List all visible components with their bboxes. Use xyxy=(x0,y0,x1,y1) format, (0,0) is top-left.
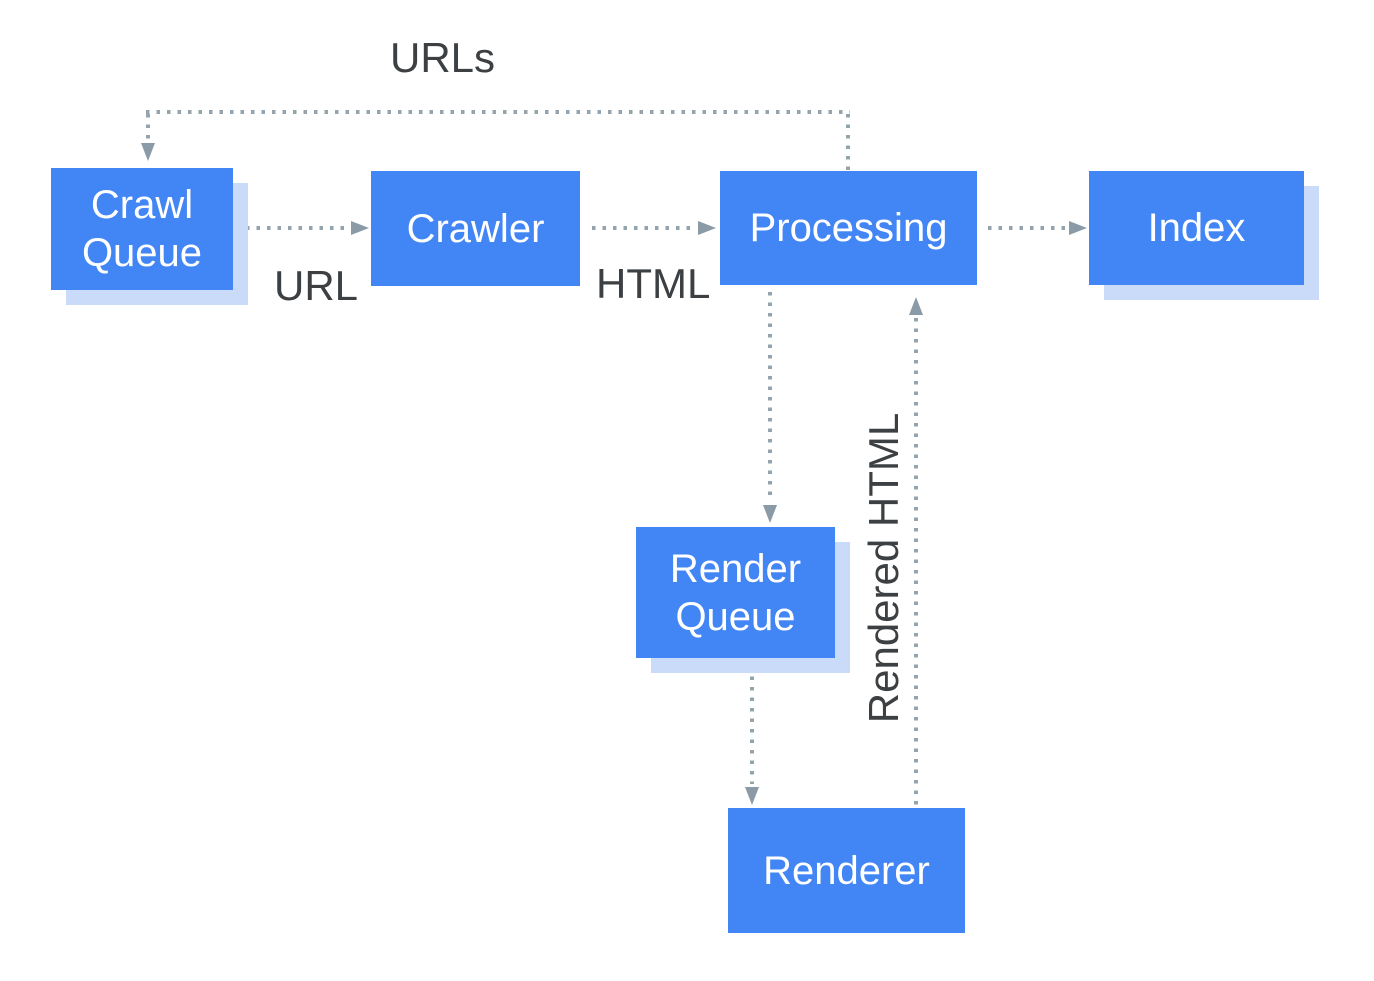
arrowhead-into-processing xyxy=(698,221,716,235)
node-renderer: Renderer xyxy=(728,808,965,933)
edge-label-html: HTML xyxy=(596,260,711,307)
arrowhead-into-processing-bottom xyxy=(909,297,923,315)
node-processing: Processing xyxy=(720,171,977,285)
edge-label-url: URL xyxy=(274,262,359,309)
arrowhead-into-index xyxy=(1069,221,1087,235)
edge-html-segment xyxy=(592,226,696,230)
node-render-queue: Render Queue xyxy=(636,527,835,658)
edge-processing-to-index-segment xyxy=(988,226,1066,230)
arrowhead-into-crawler xyxy=(351,221,369,235)
edge-urls-segment-from-processing xyxy=(846,114,850,172)
node-crawl-queue: Crawl Queue xyxy=(51,168,233,290)
edge-url-segment xyxy=(246,226,348,230)
edge-label-rendered-html: Rendered HTML xyxy=(860,412,907,724)
arrowhead-into-crawl-queue xyxy=(141,143,155,161)
arrowhead-into-renderer xyxy=(745,787,759,805)
edge-render-queue-to-renderer-segment xyxy=(750,666,754,784)
edge-rendered-html-segment xyxy=(914,318,918,806)
node-crawler: Crawler xyxy=(371,171,580,286)
edge-urls-segment-top xyxy=(146,110,850,114)
edge-label-urls: URLs xyxy=(390,34,496,81)
edge-urls-segment-into-crawl-queue xyxy=(146,114,150,140)
arrowhead-into-render-queue xyxy=(763,505,777,523)
edge-processing-to-render-queue-segment xyxy=(768,292,772,502)
node-index: Index xyxy=(1089,171,1304,285)
